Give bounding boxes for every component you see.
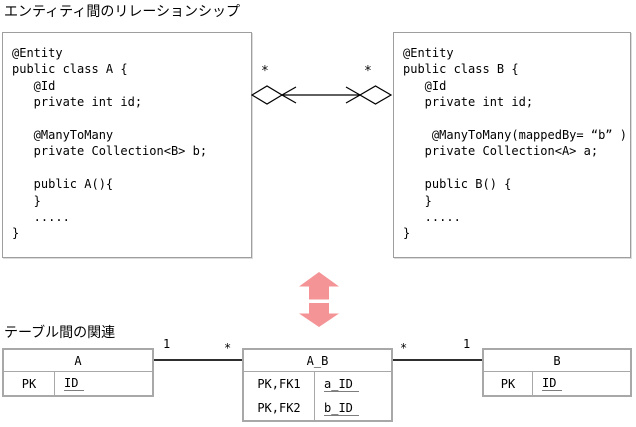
table-b-column-cell: ID [533,372,563,395]
entity-a-code-box: @Entity public class A { @Id private int… [2,32,252,258]
table-b-key-cell: PK [484,372,533,395]
aggregation-diamond-left-icon [250,85,284,105]
table-row: PK ID [4,372,152,395]
table-b-header: B [484,350,630,372]
table-a-b-column-name-1: a_ID [324,377,359,392]
mapping-arrow-down-icon [299,303,339,327]
entity-b-code-box: @Entity public class B { @Id private int… [393,32,631,258]
table-a-b: A_B PK,FK1 a_ID PK,FK2 b_ID [242,348,393,422]
table-a-header: A [4,350,152,372]
table-row: PK,FK1 a_ID [244,372,391,396]
table-a-b-header: A_B [244,350,391,372]
table-a-b-column-name-2: b_ID [324,401,359,416]
multiplicity-left-label: * [261,64,269,79]
table-a-b-key-cell-1: PK,FK1 [244,372,315,396]
multiplicity-right-label: * [364,64,372,79]
aggregation-diamond-right-icon [358,85,393,105]
arrowhead-right-icon [345,86,362,104]
cardinality-b-side-label: 1 [463,337,470,351]
entity-section-title: エンティティ間のリレーションシップ [4,4,241,20]
table-a-column-name: ID [64,376,85,391]
cardinality-ab-right-label: * [400,341,407,355]
table-a-b-column-cell-1: a_ID [315,372,359,396]
table-a-b-column-cell-2: b_ID [315,396,359,420]
table-a: A PK ID [2,348,154,397]
table-row: PK ID [484,372,630,395]
table-section-title: テーブル間の関連 [4,325,116,341]
entity-b-code: @Entity public class B { @Id private int… [403,46,627,241]
cardinality-a-side-label: 1 [163,337,170,351]
mapping-arrow-up-icon [299,272,339,300]
table-a-column-cell: ID [55,372,85,395]
table-b-column-name: ID [542,376,563,391]
arrowhead-left-icon [280,86,297,104]
table-a-b-key-cell-2: PK,FK2 [244,396,315,420]
table-a-key-cell: PK [4,372,55,395]
table-row: PK,FK2 b_ID [244,396,391,420]
table-b: B PK ID [482,348,632,397]
entity-a-code: @Entity public class A { @Id private int… [12,46,208,241]
cardinality-ab-left-label: * [224,341,231,355]
